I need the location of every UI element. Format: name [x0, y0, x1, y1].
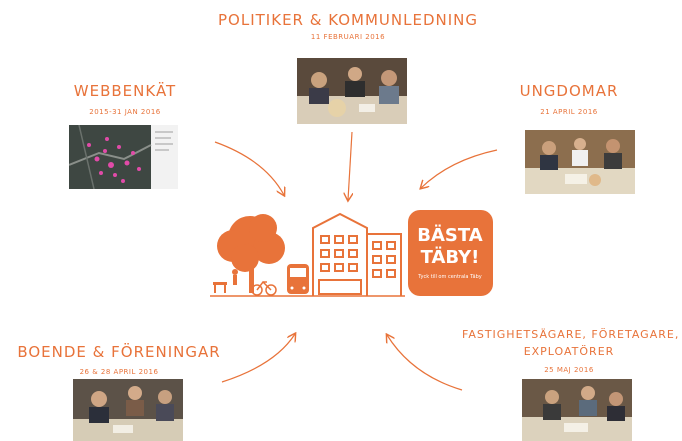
- basta-taby-badge: BÄSTA TÄBY! Tyck till om centrala Täby: [408, 210, 493, 296]
- ungdomar-date: 21 APRIL 2016: [540, 108, 598, 116]
- arrow-ungdomar: [421, 149, 498, 188]
- arrow-politiker: [348, 131, 352, 200]
- politiker-title: POLITIKER & KOMMUNLEDNING: [218, 11, 478, 29]
- webbenkat-date: 2015-31 JAN 2016: [89, 108, 161, 116]
- arrow-webbenkat: [214, 141, 284, 195]
- center-illustration: BÄSTA TÄBY! Tyck till om centrala Täby: [205, 208, 495, 307]
- arrow-boende: [221, 334, 295, 383]
- ungdomar-title: UNGDOMAR: [519, 82, 619, 100]
- boende-photo: [73, 379, 183, 441]
- fastighet-photo: [522, 379, 632, 441]
- fastighet-title-line1: FASTIGHETSÄGARE, FÖRETAGARE,: [462, 328, 680, 341]
- tree-icon: [217, 214, 285, 293]
- politiker-date: 11 FEBRUARI 2016: [310, 33, 386, 41]
- group-webbenkat: WEBBENKÄT 2015-31 JAN 2016: [50, 82, 200, 117]
- boende-title: BOENDE & FÖRENINGAR: [17, 343, 221, 361]
- webbenkat-title: WEBBENKÄT: [73, 82, 177, 100]
- group-ungdomar: UNGDOMAR 21 APRIL 2016: [494, 82, 644, 117]
- politiker-photo: [297, 58, 407, 124]
- webbenkat-map-image: [69, 125, 178, 189]
- group-fastighet: FASTIGHETSÄGARE, FÖRETAGARE, EXPLOATÖRER…: [462, 326, 680, 375]
- group-boende: BOENDE & FÖRENINGAR 26 & 28 APRIL 2016: [4, 343, 234, 377]
- badge-tagline: Tyck till om centrala Täby: [417, 274, 482, 280]
- bicycle-icon: [251, 280, 277, 296]
- badge-line2: TÄBY!: [421, 246, 480, 268]
- badge-line1: BÄSTA: [417, 224, 482, 246]
- boende-date: 26 & 28 APRIL 2016: [79, 368, 159, 376]
- building-icon: [312, 212, 368, 296]
- group-politiker: POLITIKER & KOMMUNLEDNING 11 FEBRUARI 20…: [198, 11, 498, 42]
- fastighet-title-line2: EXPLOATÖRER: [523, 345, 615, 358]
- park-people-icon: [213, 269, 238, 293]
- building-2-icon: [366, 233, 402, 296]
- tram-icon: [287, 264, 309, 294]
- fastighet-date: 25 MAJ 2016: [544, 366, 594, 374]
- arrow-fastighet: [387, 335, 463, 391]
- ungdomar-photo: [525, 130, 635, 194]
